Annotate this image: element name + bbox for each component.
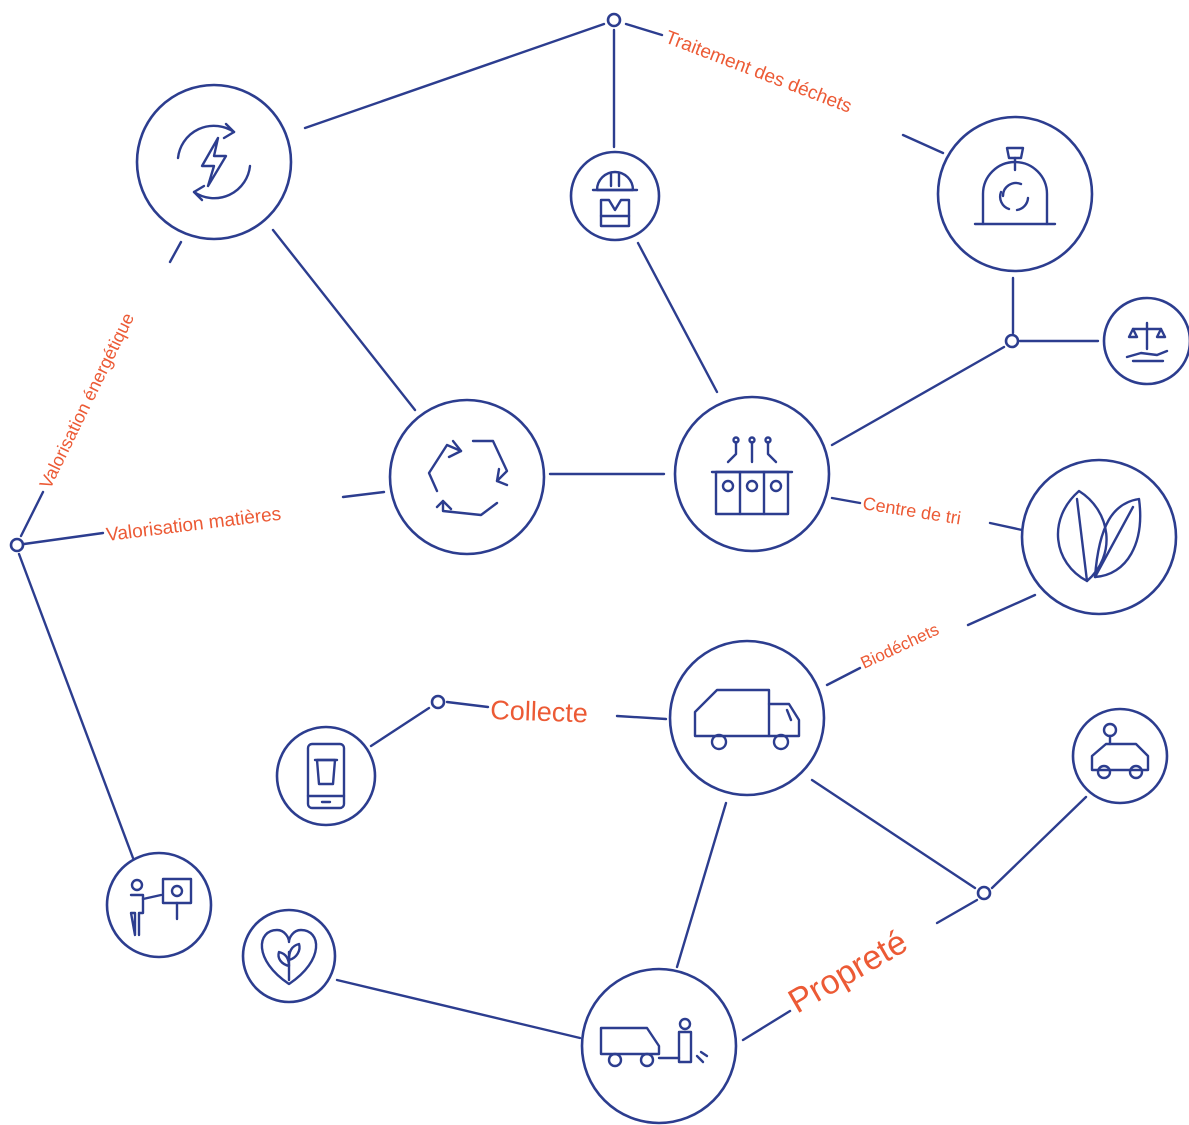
node-recycling — [388, 398, 546, 556]
junction-top — [606, 12, 622, 28]
edge-left-trainer — [17, 552, 135, 860]
phone-bin-icon — [306, 742, 346, 810]
label-traitement-dechets: Traitement des déchets — [662, 27, 854, 118]
edge-heart-sweeper — [335, 978, 582, 1040]
node-justice — [1102, 296, 1189, 386]
junction-bottom-right — [976, 885, 992, 901]
leaves-icon — [1056, 489, 1142, 583]
node-energy-recovery — [135, 83, 293, 241]
node-sweeper — [580, 967, 738, 1125]
edge-traitement-treatment — [901, 133, 945, 155]
edge-truck-sweeper — [675, 801, 728, 969]
electric-car-icon — [1090, 722, 1150, 780]
edge-leaves-biodechets — [966, 593, 1037, 627]
street-sweeper-icon — [599, 1017, 709, 1068]
node-sorting — [673, 395, 831, 553]
label-collecte: Collecte — [490, 695, 589, 728]
edge-phone-junction — [369, 706, 431, 748]
energy-recovery-icon — [176, 122, 252, 202]
garbage-truck-icon — [693, 688, 801, 751]
edge-energy-top — [303, 22, 606, 130]
worker-helmet-vest-icon — [591, 170, 639, 228]
node-treatment — [936, 115, 1094, 273]
edge-junction-collecte — [445, 700, 490, 709]
junction-left — [9, 537, 25, 553]
edge-label-energetique-left — [19, 490, 45, 538]
node-leaves — [1020, 458, 1178, 616]
node-trainer — [105, 851, 213, 959]
label-valorisation-matieres: Valorisation matières — [105, 504, 282, 546]
node-ecar — [1071, 707, 1169, 805]
edge-label-matieres-left — [22, 531, 105, 546]
junctions — [9, 12, 1020, 901]
heart-plant-icon — [260, 928, 318, 986]
edge-collecte-truck — [615, 714, 668, 721]
recycling-arrows-icon — [427, 439, 509, 517]
treatment-plant-icon — [973, 146, 1057, 226]
edge-centre-leaves — [988, 521, 1024, 532]
edge-junction-sorting — [830, 345, 1006, 447]
node-truck — [668, 639, 826, 797]
node-heart — [241, 908, 337, 1004]
presenter-board-icon — [129, 877, 193, 937]
edge-worker-sorting — [636, 241, 719, 394]
junction-collecte — [430, 694, 446, 710]
node-worker — [569, 150, 661, 242]
edge-proprete-sweeper — [741, 1009, 792, 1042]
junction-right — [1004, 333, 1020, 349]
edge-biodechets-truck — [825, 666, 862, 687]
sorting-bins-icon — [710, 436, 794, 516]
label-centre-de-tri: Centre de tri — [861, 493, 962, 528]
edge-junction-proprete — [935, 898, 979, 925]
edge-truck-junction — [810, 778, 977, 890]
label-biodechets: Biodéchets — [858, 620, 942, 673]
edge-sorting-centre — [830, 496, 862, 505]
edge-energy-label-energetique — [168, 240, 183, 264]
edge-energy-recycling — [271, 228, 417, 412]
label-valorisation-energetique: Valorisation énergétique — [36, 310, 138, 492]
scales-hand-icon — [1125, 321, 1169, 363]
node-phone — [275, 725, 377, 827]
edge-top-traitement — [624, 22, 664, 37]
edge-junction-ecar — [990, 795, 1088, 890]
connections — [17, 22, 1100, 1042]
edge-recycling-label-matieres — [341, 490, 386, 499]
label-proprete: Propreté — [782, 923, 914, 1021]
